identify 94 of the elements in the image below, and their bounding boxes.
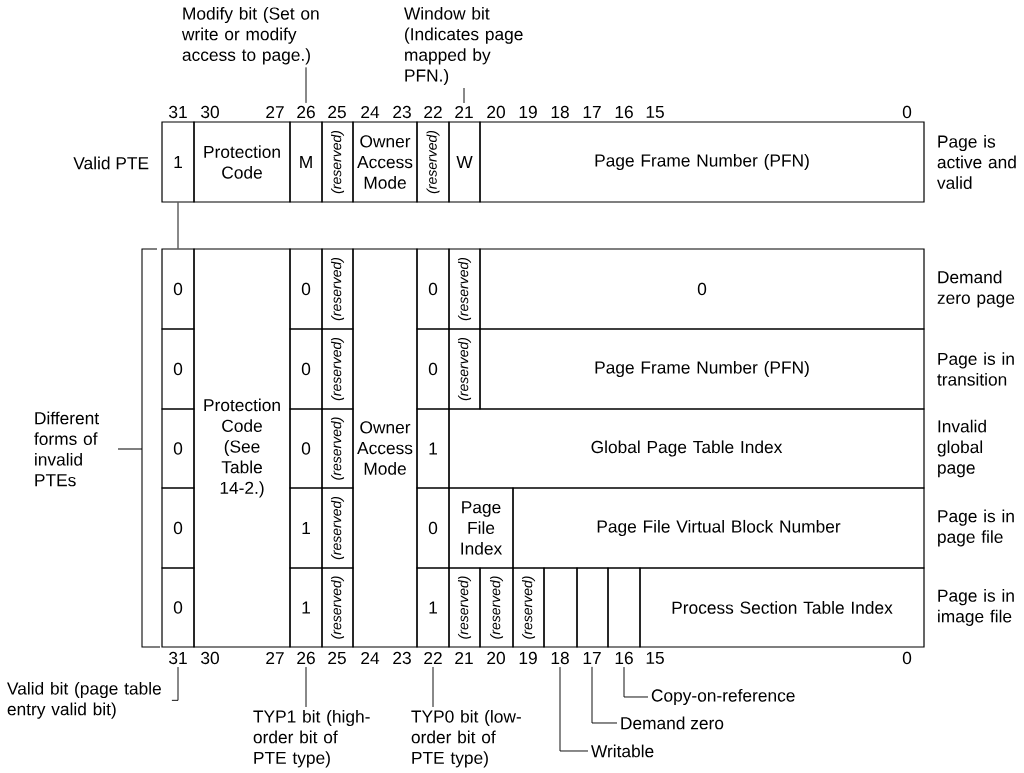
bit-number: 21	[455, 105, 473, 119]
bit-number: 24	[361, 105, 380, 119]
leader-line	[432, 666, 434, 708]
field-cell: 0	[161, 328, 195, 410]
field-cell: W	[448, 121, 481, 203]
leader-line	[171, 666, 179, 701]
bit-number: 31	[169, 105, 187, 119]
row-label: Invalid global page	[937, 419, 986, 478]
callout-text: Window bit (Indicates page mapped by PFN.)	[404, 6, 523, 86]
leader-line	[305, 66, 307, 104]
row-label: Demand zero page	[937, 270, 1015, 308]
callout-text: TYP1 bit (high-order bit of PTE type)	[253, 709, 370, 768]
field-cell	[607, 567, 641, 648]
field-cell	[543, 567, 578, 648]
bit-number: 27	[266, 105, 284, 119]
callout-text: TYP0 bit (low-order bit of PTE type)	[411, 709, 521, 768]
callout-text: Writable	[591, 744, 654, 758]
field-cell: (reserved)	[448, 328, 481, 410]
bit-number: 25	[328, 105, 346, 119]
field-cell: 1	[416, 408, 450, 489]
field-cell	[576, 567, 609, 648]
field-cell: (reserved)	[448, 567, 481, 648]
field-cell: (reserved)	[321, 408, 354, 489]
field-cell: Page Frame Number (PFN)	[479, 121, 925, 203]
field-cell: 0	[479, 248, 925, 330]
leader-line	[559, 666, 589, 752]
field-cell: (reserved)	[321, 328, 354, 410]
row-label: Page is in image file	[938, 589, 1014, 626]
leader-line	[463, 87, 465, 104]
field-cell: (reserved)	[321, 487, 354, 569]
bit-number: 22	[424, 105, 442, 119]
bit-number: 24	[361, 651, 380, 665]
bit-number: 20	[487, 651, 505, 665]
field-cell: Process Section Table Index	[639, 567, 925, 648]
callout-text: Demand zero	[621, 716, 724, 730]
field-cell: Protection Code	[193, 121, 291, 203]
field-cell: (reserved)	[321, 121, 354, 203]
bit-number: 26	[297, 651, 315, 665]
field-cell: 0	[416, 248, 450, 330]
field-cell: M	[289, 121, 323, 203]
field-cell: 0	[289, 408, 323, 489]
callout-text: Valid bit (page table entry valid bit)	[7, 681, 161, 719]
bit-number: 27	[266, 651, 284, 665]
bit-number: 22	[424, 651, 442, 665]
callout-text: Modify bit (Set on write or modify access to page.)	[181, 6, 319, 65]
bit-number: 15	[646, 651, 664, 665]
field-cell: (reserved)	[479, 567, 514, 648]
field-cell: 0	[161, 248, 195, 330]
field-cell: 1	[416, 567, 450, 648]
field-cell: (reserved)	[416, 121, 450, 203]
field-cell: (reserved)	[448, 248, 481, 330]
bit-number: 31	[169, 651, 187, 665]
field-cell: Page File Virtual Block Number	[512, 487, 925, 569]
field-cell: Global Page Table Index	[448, 408, 925, 489]
field-cell: 1	[289, 487, 323, 569]
field-cell: 0	[289, 248, 323, 330]
bit-number: 20	[487, 105, 505, 119]
field-cell: 0	[161, 567, 195, 648]
field-cell: 0	[416, 328, 450, 410]
bit-number: 30	[201, 105, 219, 119]
row-label: Page is in transition	[937, 352, 1014, 386]
field-cell: 0	[289, 328, 323, 410]
field-cell: (reserved)	[321, 248, 354, 330]
field-cell: Page File Index	[448, 487, 514, 569]
field-cell: (reserved)	[321, 567, 354, 648]
leader-line	[591, 666, 618, 724]
bit-number: 23	[393, 651, 411, 665]
bit-number: 18	[551, 651, 569, 665]
field-cell: 0	[416, 487, 450, 569]
row-label: Page is in page file	[938, 509, 1014, 547]
field-cell: Owner Access Mode	[352, 248, 418, 648]
row-label: Valid PTE	[73, 156, 149, 170]
bit-number: 21	[455, 651, 473, 665]
leader-line	[305, 666, 307, 708]
leader-line	[623, 666, 649, 698]
field-cell: 1	[289, 567, 323, 648]
bracket-label: Different forms of invalid PTEs	[34, 411, 99, 487]
field-cell: 0	[161, 487, 195, 569]
field-cell: Owner Access Mode	[352, 121, 418, 203]
bit-number: 25	[328, 651, 346, 665]
field-cell: 1	[161, 121, 195, 203]
bit-number: 16	[615, 651, 633, 665]
bit-number: 23	[393, 105, 411, 119]
leader-line	[177, 202, 179, 249]
field-cell: Protection Code (See Table 14-2.)	[193, 248, 291, 648]
bit-number: 17	[583, 652, 601, 664]
bit-number: 30	[201, 651, 219, 665]
field-cell: Page Frame Number (PFN)	[479, 328, 925, 410]
field-cell: 0	[161, 408, 195, 489]
callout-text: Copy-on-reference	[651, 688, 795, 706]
bit-number: 19	[519, 651, 537, 665]
bit-number: 19	[519, 105, 537, 119]
field-cell: (reserved)	[512, 567, 545, 648]
bit-number: 26	[297, 105, 315, 119]
